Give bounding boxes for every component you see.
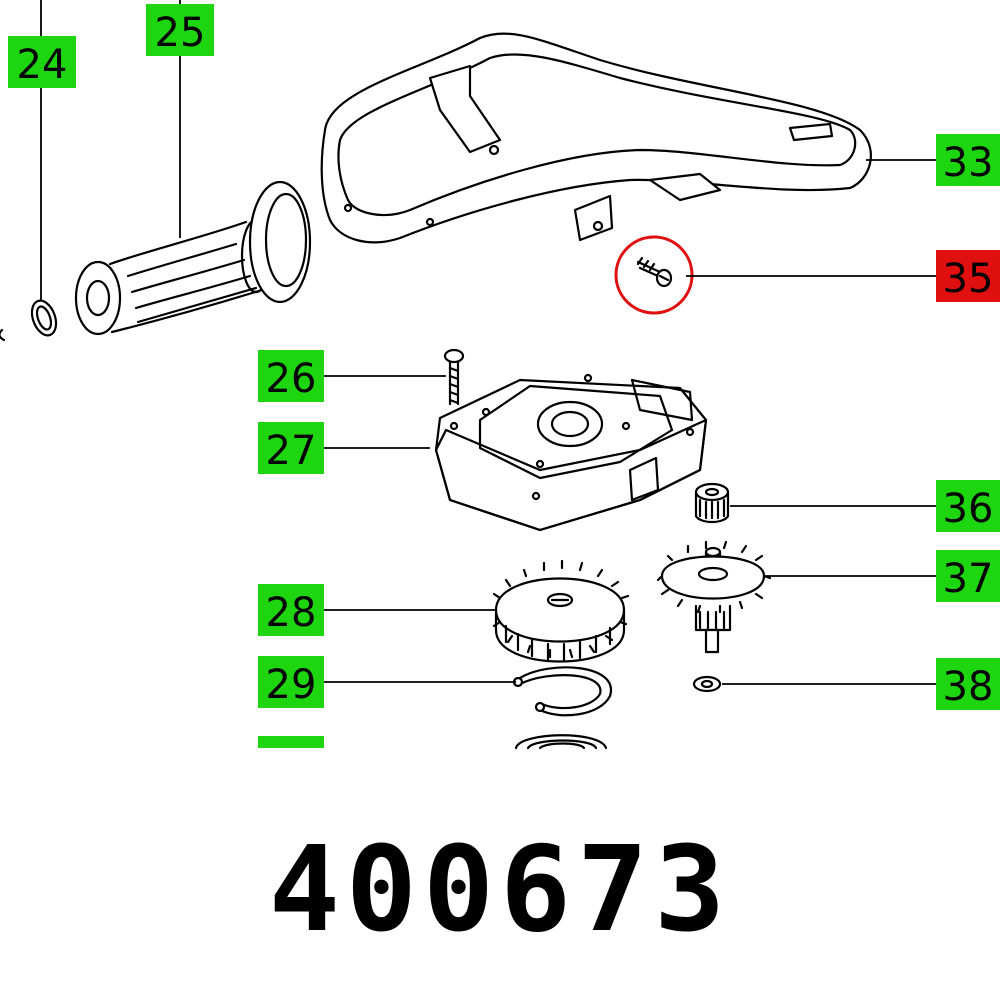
spur-gear-icon[interactable]: [492, 559, 630, 663]
washer-icon[interactable]: [692, 675, 722, 693]
callout-26: 26: [258, 350, 324, 402]
callout-37: 37: [936, 550, 1000, 602]
screw-icon[interactable]: [443, 348, 465, 406]
bushing-icon[interactable]: [694, 482, 730, 524]
callout-25: 25: [146, 4, 214, 56]
svg-text:24: 24: [17, 42, 68, 88]
callout-35: 35: [936, 250, 1000, 302]
svg-text:26: 26: [266, 356, 317, 402]
screw-icon[interactable]: [636, 256, 673, 288]
callout-38: 38: [936, 658, 1000, 710]
svg-text:25: 25: [155, 10, 206, 56]
callout-24: 24: [8, 36, 76, 88]
callout-27: 27: [258, 422, 324, 474]
pinion-gear-icon[interactable]: [656, 540, 772, 654]
partial-part-icon: [514, 734, 608, 750]
retaining-ring-icon[interactable]: [0, 297, 60, 342]
callout-33: 33: [936, 134, 1000, 186]
callout-28: 28: [258, 584, 324, 636]
bail-handle-icon[interactable]: [320, 32, 872, 244]
svg-text:33: 33: [943, 140, 994, 186]
highlight-ring: [614, 235, 694, 315]
leader-lines: [40, 0, 936, 685]
svg-text:28: 28: [266, 590, 317, 636]
svg-text:36: 36: [943, 486, 994, 532]
callout-29: 29: [258, 656, 324, 708]
svg-text:37: 37: [943, 556, 994, 602]
circlip-icon[interactable]: [512, 666, 612, 717]
gear-housing-icon[interactable]: [434, 373, 708, 532]
side-handle-icon[interactable]: [74, 180, 312, 336]
svg-text:27: 27: [266, 428, 317, 474]
svg-text:35: 35: [943, 256, 994, 302]
part-number: 400673: [268, 820, 732, 958]
callout-partial: [258, 736, 324, 748]
svg-text:38: 38: [943, 664, 994, 710]
callout-36: 36: [936, 480, 1000, 532]
svg-text:29: 29: [266, 662, 317, 708]
